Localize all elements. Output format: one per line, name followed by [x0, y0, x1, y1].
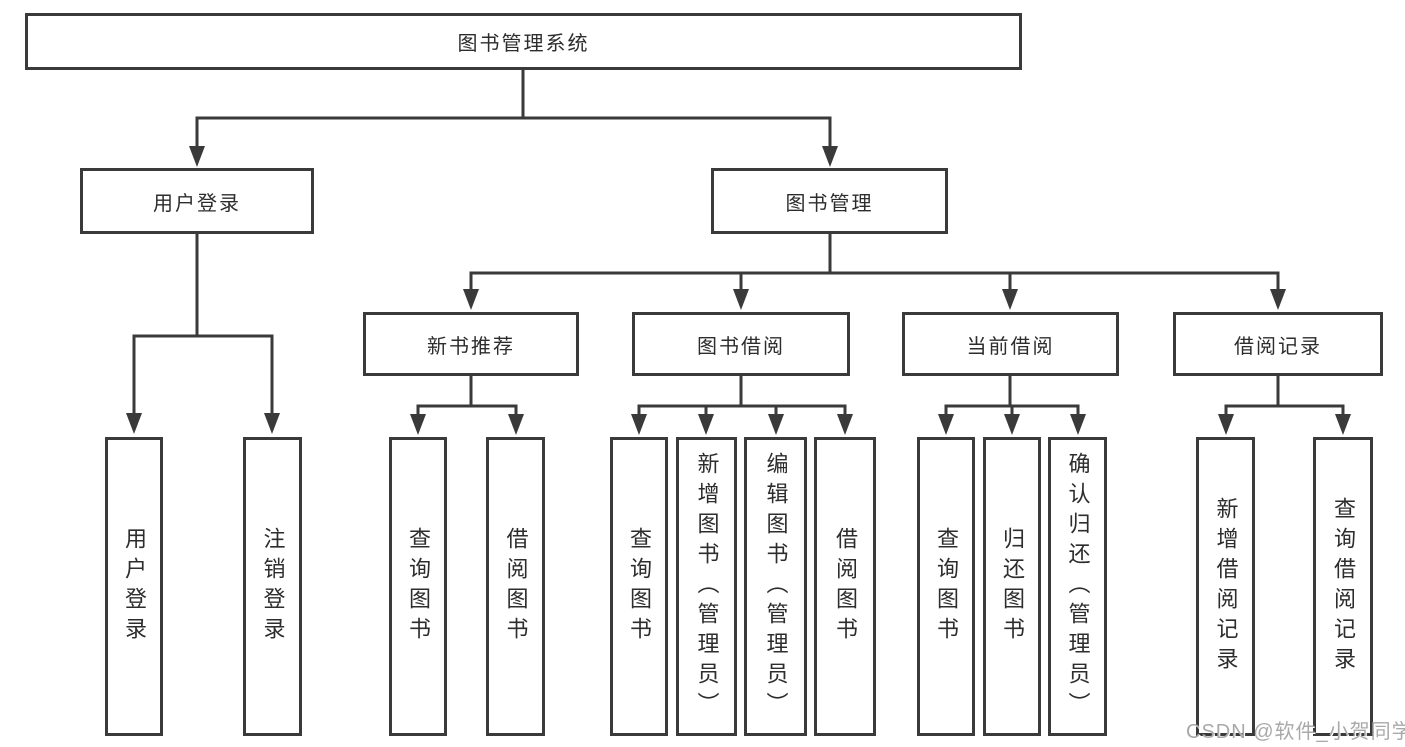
- arrowhead-to-new-books: [463, 289, 479, 310]
- connectors-root-level: [189, 70, 838, 167]
- node-book-borrowing: 图书借阅: [632, 312, 850, 376]
- node-newbooks-borrow: 借阅图书: [486, 437, 545, 736]
- node-new-book-recommend: 新书推荐: [363, 312, 579, 376]
- node-borrowing-query: 查询图书: [610, 437, 668, 736]
- node-logout-action: 注销登录: [243, 437, 302, 736]
- connectors-new-books-leaves: [410, 376, 524, 435]
- node-user-login-group: 用户登录: [80, 168, 314, 234]
- connectors-borrowing-leaves: [631, 376, 853, 435]
- node-book-management: 图书管理: [711, 168, 948, 234]
- node-borrow-records: 借阅记录: [1173, 312, 1383, 376]
- node-current-query: 查询图书: [917, 437, 975, 736]
- arrowhead-to-borrowing: [733, 289, 749, 310]
- node-newbooks-query: 查询图书: [389, 437, 447, 736]
- connectors-records-leaves: [1218, 376, 1351, 435]
- node-borrowing-borrow: 借阅图书: [814, 437, 876, 736]
- node-borrowing-edit-admin: 编辑图书（管理员）: [744, 437, 807, 736]
- arrowhead-to-current: [1002, 289, 1018, 310]
- node-current-borrowing: 当前借阅: [902, 312, 1119, 376]
- arrowhead-to-login: [189, 146, 205, 167]
- node-current-return: 归还图书: [983, 437, 1041, 736]
- arrowhead-to-logout-action: [264, 413, 280, 434]
- arrowhead-to-records: [1270, 289, 1286, 310]
- arrowhead-to-login-action: [126, 413, 142, 434]
- node-records-add: 新增借阅记录: [1196, 437, 1255, 736]
- node-root-system: 图书管理系统: [25, 13, 1022, 70]
- node-borrowing-add-admin: 新增图书（管理员）: [676, 437, 737, 736]
- node-records-query: 查询借阅记录: [1313, 437, 1373, 736]
- watermark: CSDN @软件_小贺同学: [1186, 721, 1405, 743]
- arrowhead-to-management: [822, 146, 838, 167]
- connectors-login-branch: [126, 234, 280, 434]
- connectors-management-branch: [463, 234, 1286, 310]
- node-login-action: 用户登录: [105, 437, 163, 736]
- connectors-current-leaves: [938, 376, 1086, 435]
- node-current-confirm-admin: 确认归还（管理员）: [1048, 437, 1107, 736]
